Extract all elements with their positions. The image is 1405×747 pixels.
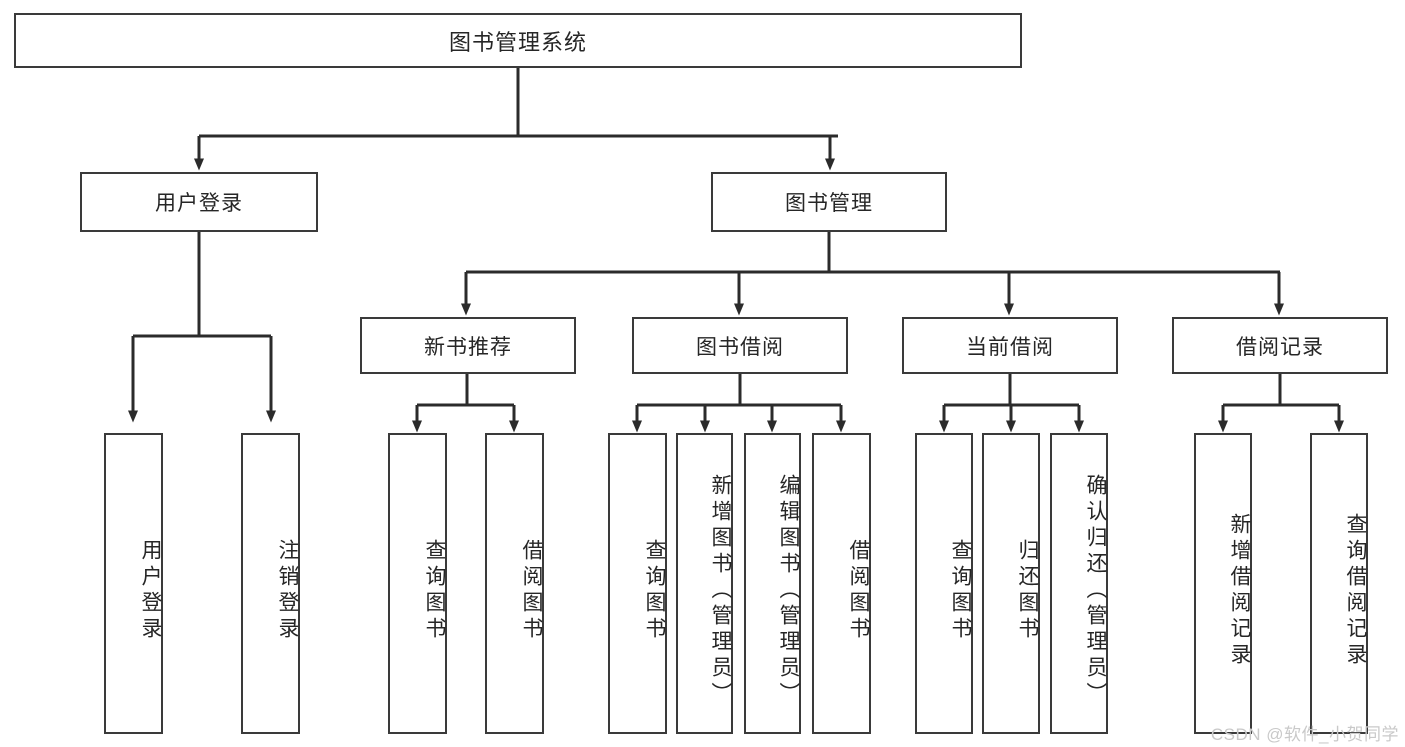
leaf-current-borrow-query[interactable]: 查询图书 — [915, 433, 973, 734]
node-borrow-records[interactable]: 借阅记录 — [1172, 317, 1388, 374]
watermark: CSDN @软件_小贺同学 — [1210, 725, 1399, 744]
leaf-new-book-query[interactable]: 查询图书 — [388, 433, 447, 734]
node-book-management[interactable]: 图书管理 — [711, 172, 947, 232]
leaf-borrow-records-query[interactable]: 查询借阅记录 — [1310, 433, 1368, 734]
node-book-borrow[interactable]: 图书借阅 — [632, 317, 848, 374]
leaf-book-borrow-query[interactable]: 查询图书 — [608, 433, 667, 734]
node-root-system[interactable]: 图书管理系统 — [14, 13, 1022, 68]
node-new-book-recommend[interactable]: 新书推荐 — [360, 317, 576, 374]
leaf-book-borrow-borrow[interactable]: 借阅图书 — [812, 433, 871, 734]
leaf-book-borrow-edit[interactable]: 编辑图书（管理员） — [744, 433, 801, 734]
node-current-borrow[interactable]: 当前借阅 — [902, 317, 1118, 374]
leaf-book-borrow-add[interactable]: 新增图书（管理员） — [676, 433, 733, 734]
leaf-current-borrow-confirm-return[interactable]: 确认归还（管理员） — [1050, 433, 1108, 734]
leaf-user-login-login[interactable]: 用户登录 — [104, 433, 163, 734]
leaf-borrow-records-add[interactable]: 新增借阅记录 — [1194, 433, 1252, 734]
node-user-login[interactable]: 用户登录 — [80, 172, 318, 232]
leaf-user-login-logout[interactable]: 注销登录 — [241, 433, 300, 734]
leaf-new-book-borrow[interactable]: 借阅图书 — [485, 433, 544, 734]
leaf-current-borrow-return[interactable]: 归还图书 — [982, 433, 1040, 734]
